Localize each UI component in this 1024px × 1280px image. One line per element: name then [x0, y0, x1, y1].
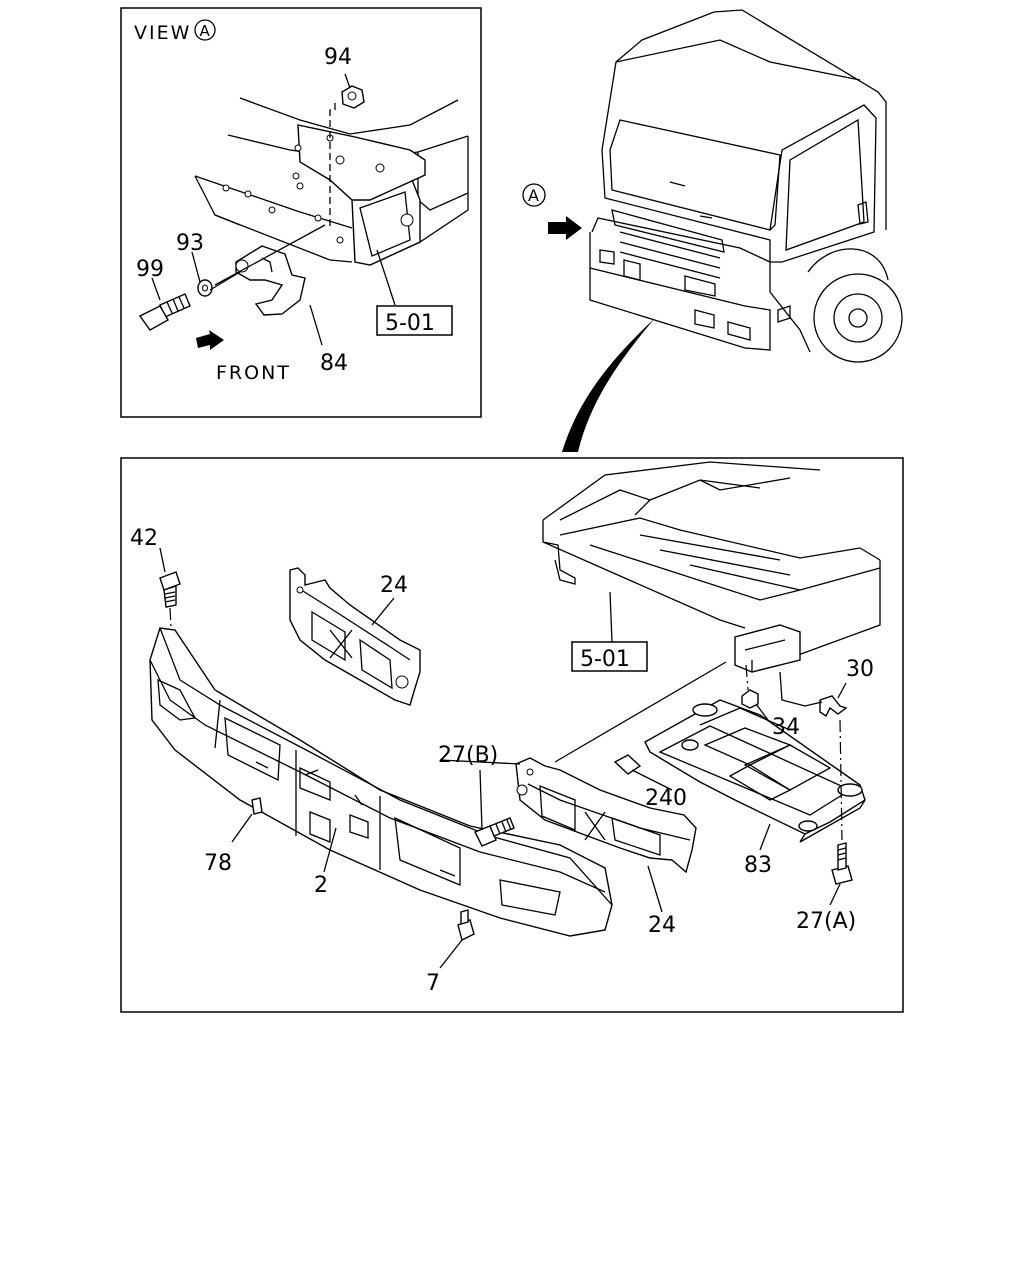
view-arrow	[548, 216, 582, 240]
callout-240: 240	[645, 786, 687, 811]
callout-30: 30	[846, 657, 874, 682]
bumper-part	[149, 627, 613, 937]
chassis-frame	[542, 461, 881, 673]
callout-7: 7	[426, 971, 440, 996]
front-label: FRONT	[216, 362, 291, 384]
ref-box-bottom	[571, 641, 648, 672]
bracket-30	[779, 671, 848, 718]
callout-94: 94	[324, 45, 352, 70]
nut-part	[341, 85, 365, 109]
screw-7	[457, 909, 475, 942]
truck-marker-letter: A	[528, 186, 539, 205]
clip-240	[613, 754, 642, 775]
under-cover-83	[644, 699, 866, 843]
front-arrow	[196, 330, 224, 350]
ref-box-top	[376, 305, 453, 336]
frame-rail	[194, 97, 469, 266]
bolt-27b	[474, 817, 515, 847]
tow-hook-part	[235, 245, 306, 316]
callout-27a: 27(A)	[796, 909, 856, 934]
truck-cab-illustration: A	[522, 9, 903, 363]
callout-24-upper: 24	[380, 573, 408, 598]
view-a-detail-panel: VIEW A	[120, 7, 482, 418]
bracket-24-lower	[515, 757, 697, 874]
callout-2: 2	[314, 873, 328, 898]
callout-24-lower: 24	[648, 913, 676, 938]
callout-27b: 27(B)	[438, 743, 498, 768]
bolt-27a	[831, 842, 853, 885]
bolt-part	[138, 279, 213, 331]
view-marker-circle	[194, 19, 216, 41]
clip-78	[251, 797, 263, 815]
callout-99: 99	[136, 257, 164, 282]
callout-42: 42	[130, 526, 158, 551]
view-marker-letter: A	[200, 22, 211, 40]
view-a-frame	[120, 7, 482, 418]
nut-34	[741, 689, 759, 709]
callout-84: 84	[320, 351, 348, 376]
callout-93: 93	[176, 231, 204, 256]
callout-34: 34	[772, 715, 800, 740]
bumper-frame	[120, 457, 904, 1013]
connector-arrow	[562, 318, 655, 452]
view-label: VIEW	[134, 22, 191, 44]
ref-5-01-bottom: 5-01	[580, 647, 630, 672]
ref-5-01-top: 5-01	[385, 311, 435, 336]
truck-marker-circle	[522, 183, 546, 207]
callout-83: 83	[744, 853, 772, 878]
callout-78: 78	[204, 851, 232, 876]
bumper-assembly-panel: 42 24 5-01 30 34 27(B) 240 78 2 83 24 27…	[120, 457, 904, 1013]
bracket-24-upper	[289, 567, 421, 706]
